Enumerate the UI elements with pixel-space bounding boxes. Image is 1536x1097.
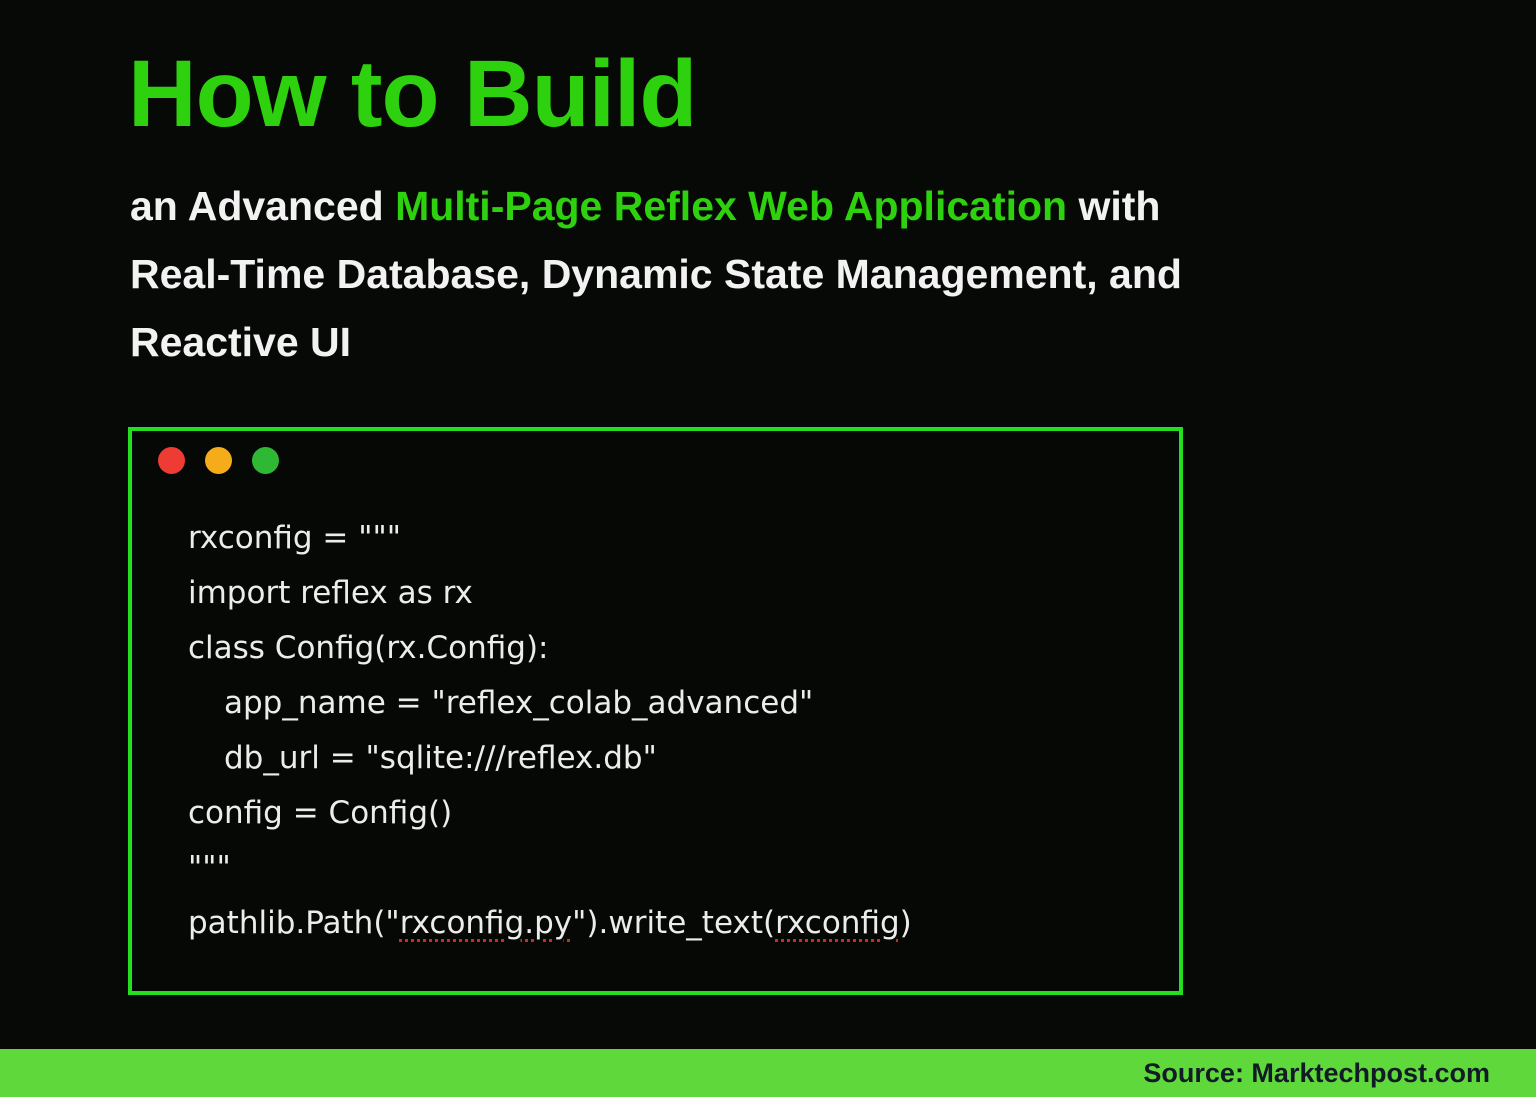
code-text: config = Config() bbox=[188, 795, 453, 831]
minimize-button[interactable] bbox=[205, 447, 232, 474]
subtitle-text: an Advanced bbox=[130, 183, 396, 229]
code-line: pathlib.Path("rxconfig.py").write_text(r… bbox=[188, 896, 1169, 951]
page-subtitle: an Advanced Multi-Page Reflex Web Applic… bbox=[130, 172, 1182, 376]
zoom-button[interactable] bbox=[252, 447, 279, 474]
subtitle-line: an Advanced Multi-Page Reflex Web Applic… bbox=[130, 172, 1182, 240]
subtitle-text: Reactive UI bbox=[130, 319, 352, 365]
subtitle-text: with bbox=[1067, 183, 1161, 229]
code-text: """ bbox=[188, 850, 231, 886]
subtitle-accent-text: Multi-Page Reflex Web Application bbox=[395, 183, 1068, 229]
code-text: app_name = "reflex_colab_advanced" bbox=[224, 685, 814, 721]
spell-error-text: rxconfig bbox=[775, 905, 900, 941]
code-line: config = Config() bbox=[188, 786, 1169, 841]
code-line: rxconfig = """ bbox=[188, 511, 1169, 566]
code-block: rxconfig = """ import reflex as rx class C… bbox=[188, 511, 1169, 951]
code-line: app_name = "reflex_colab_advanced" bbox=[188, 676, 1169, 731]
page-title: How to Build bbox=[128, 41, 697, 147]
subtitle-line: Reactive UI bbox=[130, 308, 1182, 376]
subtitle-line: Real-Time Database, Dynamic State Manage… bbox=[130, 240, 1182, 308]
code-line: import reflex as rx bbox=[188, 566, 1169, 621]
close-button[interactable] bbox=[158, 447, 185, 474]
window-controls bbox=[158, 447, 279, 474]
code-text: ").write_text( bbox=[572, 905, 776, 941]
source-credit: Source: Marktechpost.com bbox=[1143, 1058, 1490, 1088]
code-text: pathlib.Path(" bbox=[188, 905, 400, 941]
subtitle-text: Real-Time Database, Dynamic State Manage… bbox=[130, 251, 1182, 297]
code-line: db_url = "sqlite:///reflex.db" bbox=[188, 731, 1169, 786]
code-text: import reflex as rx bbox=[188, 575, 473, 611]
code-window: rxconfig = """ import reflex as rx class C… bbox=[128, 427, 1183, 995]
code-text: rxconfig = """ bbox=[188, 520, 402, 556]
code-text: ) bbox=[899, 905, 912, 941]
code-text: db_url = "sqlite:///reflex.db" bbox=[224, 740, 657, 776]
code-line: """ bbox=[188, 841, 1169, 896]
code-line: class Config(rx.Config): bbox=[188, 621, 1169, 676]
spell-error-text: rxconfig.py bbox=[399, 905, 573, 941]
code-text: class Config(rx.Config): bbox=[188, 630, 549, 666]
footer-bar: Source: Marktechpost.com bbox=[0, 1049, 1536, 1097]
